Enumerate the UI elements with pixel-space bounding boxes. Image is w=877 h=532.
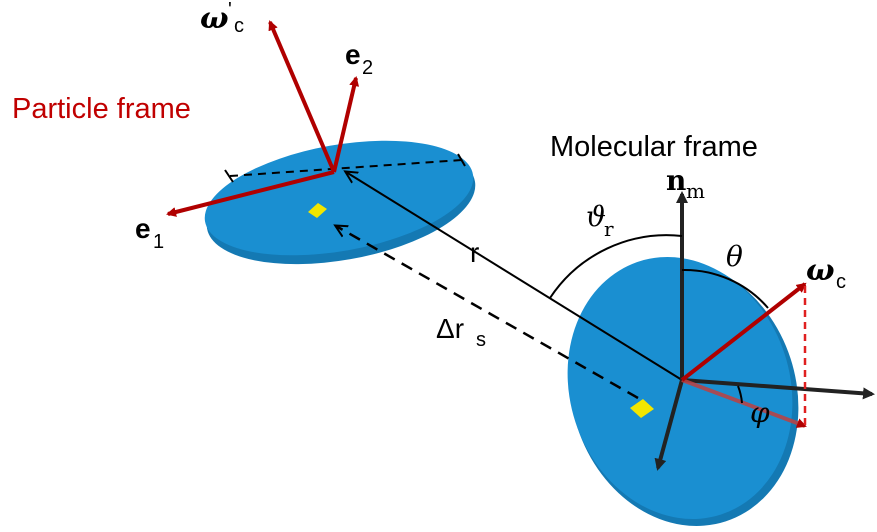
svg-text:': ' <box>228 0 232 21</box>
svg-text:Δr: Δr <box>436 313 464 344</box>
svg-text:ϑ: ϑ <box>586 200 606 233</box>
phi-label: φ <box>750 396 770 429</box>
svg-text:e: e <box>135 213 151 244</box>
molecular-frame-axes <box>654 191 875 471</box>
particle-marker <box>308 203 327 218</box>
x-axis-arrow <box>681 378 875 400</box>
svg-text:1: 1 <box>153 231 164 253</box>
e1-label: e 1 <box>135 213 164 253</box>
particle-frame-axes <box>166 20 360 217</box>
theta-r-arc <box>549 234 683 299</box>
e2-arrow <box>332 76 360 173</box>
y-axis-arrow <box>654 379 684 471</box>
theta-arc <box>681 268 769 309</box>
svg-text:n: n <box>666 164 686 197</box>
r-vector <box>346 172 683 381</box>
svg-text:ω: ω <box>200 1 229 36</box>
omega-c-projection-arrow <box>681 378 807 428</box>
particle-frame-label: Particle frame <box>12 93 191 125</box>
r-label: r <box>470 237 479 268</box>
svg-text:ω: ω <box>806 253 835 288</box>
svg-text:s: s <box>476 329 486 351</box>
delta-rs-label: Δr s <box>436 313 486 351</box>
omega-c-prime-label: ω ' c <box>200 0 244 37</box>
particle-disk <box>204 140 476 265</box>
svg-text:r: r <box>604 217 614 241</box>
svg-text:2: 2 <box>362 57 373 79</box>
delta-rs-vector <box>336 226 639 400</box>
particle-diameter-line <box>229 159 463 177</box>
svg-text:m: m <box>686 179 705 203</box>
phi-arc <box>737 385 743 404</box>
theta-label: θ <box>726 240 743 273</box>
omega-c-label: ω c <box>806 253 846 293</box>
molecular-frame-label: Molecular frame <box>550 131 758 163</box>
e2-label: e 2 <box>345 39 373 79</box>
e1-arrow <box>166 170 335 217</box>
svg-text:e: e <box>345 39 361 70</box>
omega-c-arrow <box>680 282 807 382</box>
svg-text:c: c <box>234 15 244 37</box>
n-m-label: n m <box>666 164 705 203</box>
theta-r-label: ϑ r <box>586 200 614 241</box>
molecule-marker <box>630 399 654 418</box>
svg-text:c: c <box>836 271 846 293</box>
omega-c-prime-arrow <box>268 20 336 173</box>
